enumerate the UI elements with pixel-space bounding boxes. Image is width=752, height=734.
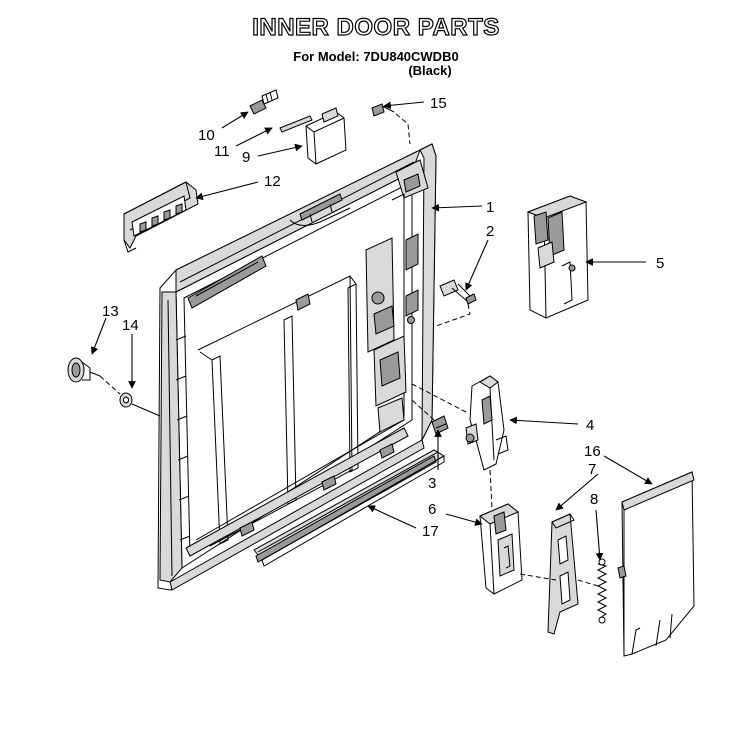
part-9-switch-cover xyxy=(305,107,347,165)
part-4-latch-housing xyxy=(465,375,509,471)
part-8-spring xyxy=(596,558,608,624)
callout-7: 7 xyxy=(588,461,596,478)
callout-13: 13 xyxy=(102,303,119,320)
model-line: For Model: 7DU840CWDB0 xyxy=(293,49,459,64)
part-14-washer xyxy=(119,392,133,408)
part-10-screw xyxy=(249,89,279,115)
callout-16: 16 xyxy=(584,443,601,460)
callout-1: 1 xyxy=(486,199,494,216)
callout-11: 11 xyxy=(214,143,230,160)
part-11-pin xyxy=(279,115,313,133)
leader-lines xyxy=(90,101,653,561)
part-12-handle-bracket xyxy=(123,181,199,253)
part-3-nut xyxy=(431,415,449,435)
callout-5: 5 xyxy=(656,255,664,272)
inner-door-panel xyxy=(157,143,437,591)
callout-14: 14 xyxy=(122,317,139,334)
callout-6: 6 xyxy=(428,501,436,518)
callout-12: 12 xyxy=(264,173,281,190)
part-13-knob xyxy=(67,357,101,383)
callout-15: 15 xyxy=(430,95,447,112)
callout-8: 8 xyxy=(590,491,598,508)
part-5-module xyxy=(526,195,589,319)
part-6-latch xyxy=(479,503,523,595)
callout-2: 2 xyxy=(486,223,494,240)
callout-9: 9 xyxy=(242,149,250,166)
callout-3: 3 xyxy=(428,475,436,492)
callout-4: 4 xyxy=(586,417,594,434)
part-7-slide-plate xyxy=(547,513,579,635)
part-17-bottom-trim-strip xyxy=(253,449,445,567)
color-line: (Black) xyxy=(408,63,452,78)
callout-17: 17 xyxy=(422,523,439,540)
diagram-title: INNER DOOR PARTS xyxy=(252,13,500,41)
part-16-side-panel xyxy=(617,471,695,657)
callout-10: 10 xyxy=(198,127,215,144)
model-subtitle: For Model: 7DU840CWDB0 (Black) xyxy=(0,50,752,78)
part-2-bracket xyxy=(439,279,477,305)
